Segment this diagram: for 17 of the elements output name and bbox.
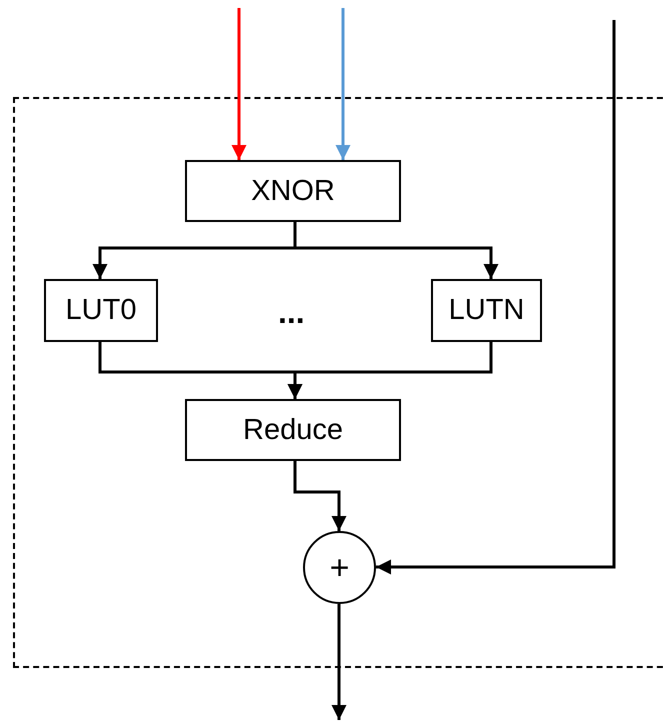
process-box — [431, 279, 542, 342]
process-box — [185, 160, 401, 222]
process-box — [185, 399, 401, 461]
process-box — [44, 279, 158, 342]
block-label: LUTN — [448, 296, 524, 325]
block-label: LUT0 — [66, 296, 136, 325]
block-label: XNOR — [251, 176, 335, 206]
ellipsis-label: ... — [278, 296, 305, 328]
dashed-boundary — [13, 97, 663, 668]
arrow — [376, 20, 616, 574]
arrow — [332, 604, 346, 720]
arrow — [232, 8, 246, 160]
arrow — [294, 461, 346, 531]
plus-sign: + — [330, 550, 350, 584]
arrow — [336, 8, 350, 160]
block-label: Reduce — [243, 416, 343, 444]
arrow — [288, 342, 492, 399]
